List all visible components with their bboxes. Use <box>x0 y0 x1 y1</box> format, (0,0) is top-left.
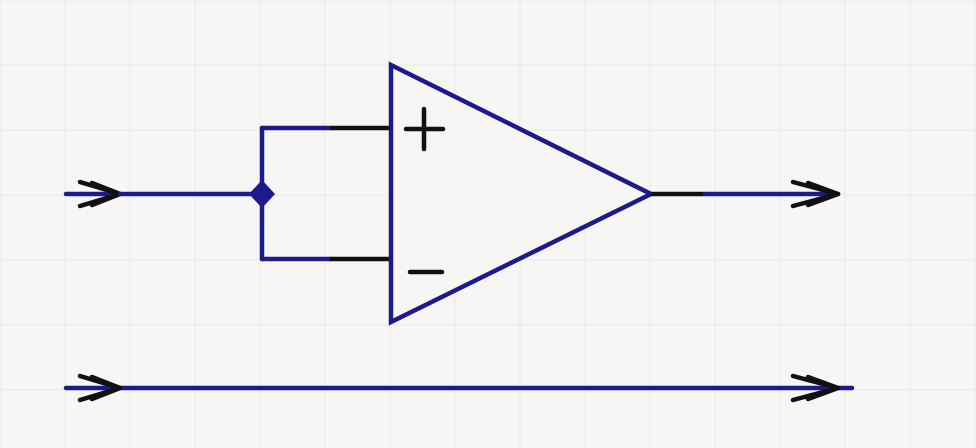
output-port-top[interactable] <box>790 179 841 209</box>
output-arrow-inner-icon <box>805 180 841 208</box>
bottom-input-arrow-inner-icon <box>89 374 123 402</box>
input-port-bottom[interactable] <box>77 373 123 403</box>
op-amp-triangle[interactable] <box>388 61 657 326</box>
plus-sign <box>403 106 446 152</box>
output-port-bottom[interactable] <box>790 373 841 403</box>
junction-dot[interactable] <box>249 180 275 208</box>
bottom-output-arrow-inner-icon <box>805 374 841 402</box>
